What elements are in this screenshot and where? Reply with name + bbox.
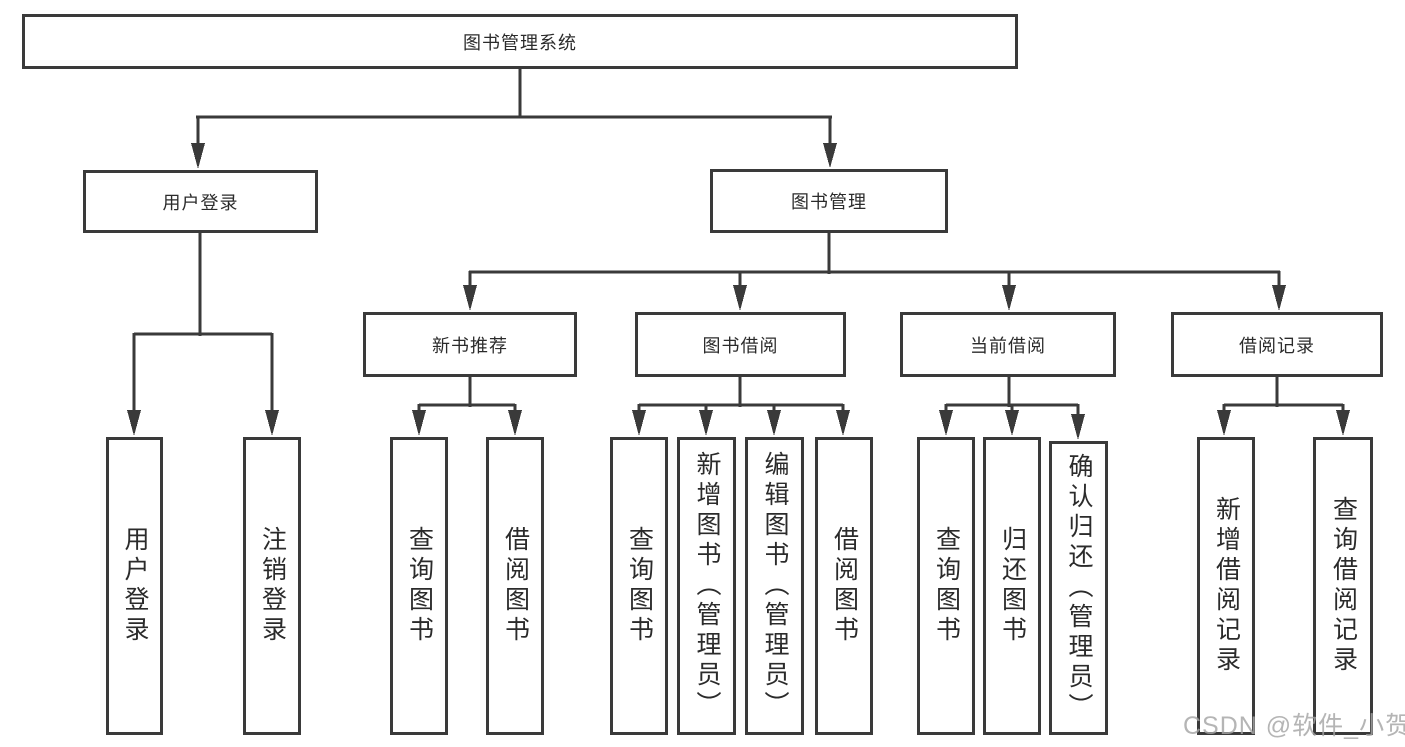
arrow-head-borrow-records (1272, 285, 1286, 311)
leaf-bb-edit-books-admin: 编辑图书（管理员） (745, 437, 804, 735)
arrow-head-new-books (463, 285, 477, 311)
leaf-cb-confirm-return-admin: 确认归还（管理员） (1049, 441, 1108, 735)
leaf-bb-add-books-admin: 新增图书（管理员） (677, 437, 736, 735)
arrow-head-bb2 (699, 410, 713, 436)
node-book-borrow-label: 图书借阅 (702, 335, 779, 356)
leaf-bb-add-books-admin-label: 新增图书（管理员） (693, 451, 721, 721)
arrow-head-br2 (1336, 410, 1350, 436)
node-current-borrow: 当前借阅 (900, 312, 1116, 377)
leaf-br-add-record-label: 新增借阅记录 (1212, 496, 1241, 676)
leaf-logout-label: 注销登录 (258, 526, 287, 646)
leaf-bb-query-books: 查询图书 (610, 437, 668, 735)
arrow-head-cb2 (1005, 410, 1019, 436)
arrow-head-book-borrow (733, 285, 747, 311)
leaf-nb-borrow-books-label: 借阅图书 (501, 526, 530, 646)
leaf-bb-borrow-books-label: 借阅图书 (830, 526, 859, 646)
arrow-head-nb1 (412, 410, 426, 436)
leaf-nb-borrow-books: 借阅图书 (486, 437, 544, 735)
arrow-head-leaf-logout (265, 410, 279, 436)
leaf-br-query-record: 查询借阅记录 (1313, 437, 1373, 735)
leaf-cb-return-books: 归还图书 (983, 437, 1041, 735)
node-borrow-records: 借阅记录 (1171, 312, 1383, 377)
node-borrow-records-label: 借阅记录 (1239, 335, 1315, 356)
leaf-cb-query-books-label: 查询图书 (932, 526, 961, 646)
leaf-bb-query-books-label: 查询图书 (625, 526, 654, 646)
arrow-head-current-borrow (1002, 285, 1016, 311)
leaf-logout: 注销登录 (243, 437, 301, 735)
leaf-cb-return-books-label: 归还图书 (998, 526, 1027, 646)
node-user-login: 用户登录 (83, 170, 318, 233)
node-book-mgmt-label: 图书管理 (791, 192, 867, 212)
arrow-head-bb1 (632, 410, 646, 436)
arrow-head-bb3 (767, 410, 781, 436)
arrow-head-bb4 (836, 410, 850, 436)
leaf-cb-confirm-return-admin-label: 确认归还（管理员） (1065, 453, 1093, 723)
node-book-mgmt: 图书管理 (710, 169, 948, 233)
node-current-borrow-label: 当前借阅 (970, 335, 1046, 356)
node-new-books-label: 新书推荐 (432, 335, 508, 356)
leaf-bb-edit-books-admin-label: 编辑图书（管理员） (761, 451, 789, 721)
leaf-nb-query-books: 查询图书 (390, 437, 448, 735)
leaf-user-login: 用户登录 (106, 437, 163, 735)
leaf-user-login-label: 用户登录 (121, 526, 149, 646)
node-book-borrow: 图书借阅 (635, 312, 846, 377)
arrow-head-book-mgmt (823, 143, 837, 168)
csdn-watermark: CSDN @软件_小贺同学 (1183, 712, 1405, 740)
arrow-head-cb1 (939, 410, 953, 436)
leaf-bb-borrow-books: 借阅图书 (815, 437, 873, 735)
arrow-head-leaf-login (127, 410, 141, 436)
leaf-br-query-record-label: 查询借阅记录 (1329, 496, 1358, 676)
leaf-br-add-record: 新增借阅记录 (1197, 437, 1255, 735)
leaf-cb-query-books: 查询图书 (917, 437, 975, 735)
node-root: 图书管理系统 (22, 14, 1018, 69)
arrow-head-br1 (1217, 410, 1231, 436)
node-user-login-label: 用户登录 (162, 192, 239, 213)
node-new-books: 新书推荐 (363, 312, 577, 377)
arrow-head-user-login (191, 143, 205, 169)
arrow-head-cb3 (1071, 414, 1085, 440)
node-root-label: 图书管理系统 (463, 32, 577, 53)
arrow-head-nb2 (508, 410, 522, 436)
leaf-nb-query-books-label: 查询图书 (405, 526, 434, 646)
